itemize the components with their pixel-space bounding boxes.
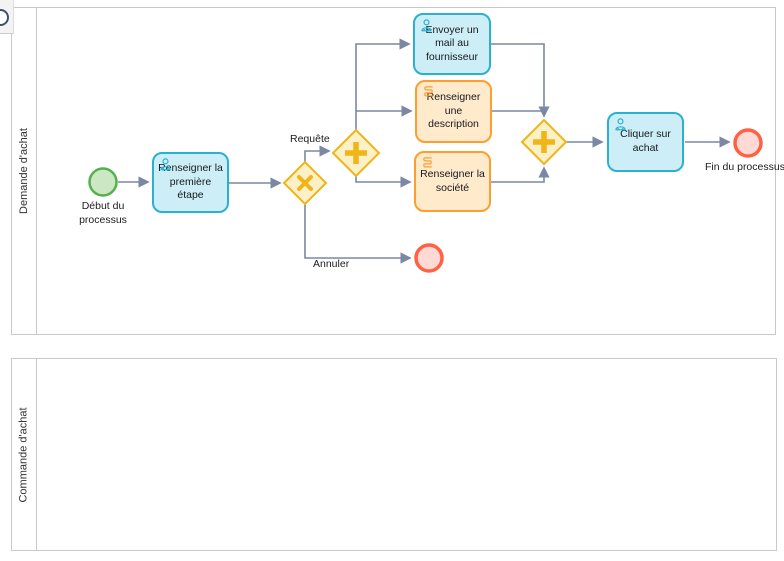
pool-label-strip[interactable]: Commande d'achat <box>12 359 37 550</box>
gateway-parallel-join[interactable] <box>520 118 568 166</box>
x-marker-icon <box>297 175 313 191</box>
user-task-icon <box>615 118 626 131</box>
pool-label-strip[interactable]: Demande d'achat <box>12 8 37 334</box>
flow-societe-to-join[interactable] <box>491 166 550 183</box>
circle-icon <box>0 9 9 26</box>
task-label: Renseigner la première étape <box>158 162 223 202</box>
cancel-end-event[interactable] <box>414 243 444 273</box>
flow-annuler-to-cancel-end[interactable] <box>304 204 412 264</box>
script-task-icon <box>424 86 433 97</box>
flow-split-to-send-mail[interactable] <box>355 38 411 130</box>
collapsed-panel-button[interactable] <box>0 0 14 34</box>
gateway-parallel-split[interactable] <box>331 128 381 178</box>
task-renseigner-description[interactable]: Renseigner une description <box>415 80 492 143</box>
start-event[interactable] <box>88 167 118 197</box>
task-label: Renseigner la société <box>420 167 485 194</box>
task-label: Renseigner une description <box>426 91 481 131</box>
plus-marker-icon <box>533 131 555 153</box>
task-renseigner-premiere-etape[interactable]: Renseigner la première étape <box>152 152 229 213</box>
script-task-icon <box>423 157 432 168</box>
task-envoyer-mail-fournisseur[interactable]: Envoyer un mail au fournisseur <box>413 13 491 75</box>
flow-description-to-join[interactable] <box>492 110 545 116</box>
flow-label-requete: Requête <box>290 133 330 145</box>
start-event-label: Début du processus <box>79 200 127 226</box>
user-task-icon <box>160 158 171 171</box>
pool-commande-achat[interactable]: Commande d'achat <box>11 358 777 551</box>
task-cliquer-sur-achat[interactable]: Cliquer sur achat <box>607 112 684 172</box>
task-renseigner-societe[interactable]: Renseigner la société <box>414 151 491 212</box>
flow-split-to-societe[interactable] <box>355 176 412 188</box>
end-event[interactable] <box>733 128 763 158</box>
flow-requete-to-parallel-split[interactable] <box>304 145 331 162</box>
sequence-flows <box>118 38 731 264</box>
user-task-icon <box>421 19 432 32</box>
plus-marker-icon <box>345 142 367 164</box>
end-event-label: Fin du processus <box>705 161 784 173</box>
flow-label-annuler: Annuler <box>313 258 350 270</box>
gateway-exclusive[interactable] <box>282 160 328 206</box>
flow-send-mail-to-join[interactable] <box>491 43 550 118</box>
task-label: Envoyer un mail au fournisseur <box>425 23 479 63</box>
task-label: Cliquer sur achat <box>620 128 671 154</box>
